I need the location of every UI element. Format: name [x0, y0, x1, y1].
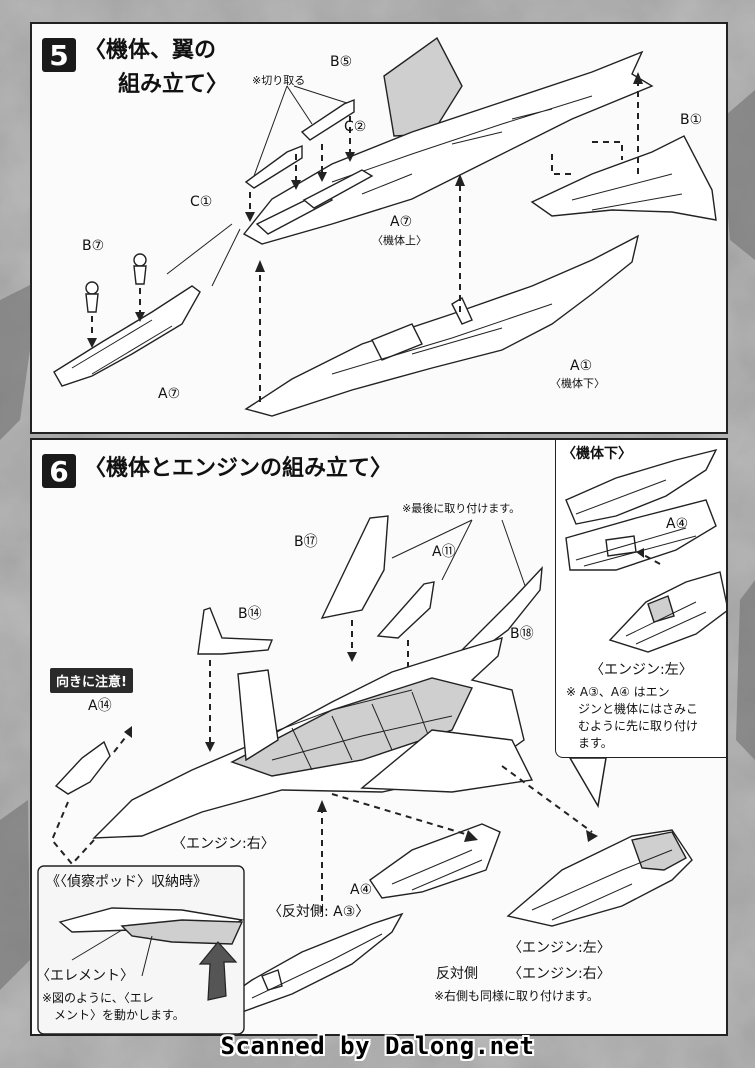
curved-arrow-icon	[198, 941, 238, 1001]
label-a1: A①	[570, 358, 593, 374]
label-engine-right-2: 〈エンジン:右〉	[508, 966, 611, 982]
label-a7-detail: A⑦	[158, 386, 181, 402]
canopy-c2	[300, 98, 355, 141]
label-b5: B⑤	[330, 54, 353, 70]
note-attach-last: ※最後に取り付けます。	[402, 502, 521, 515]
callout-label-a4: A④	[666, 516, 689, 532]
label-b14: B⑭	[238, 606, 262, 622]
part-b14	[197, 607, 274, 655]
label-engine-right: 〈エンジン:右〉	[172, 836, 275, 852]
label-a7-top: A⑦	[390, 214, 413, 230]
callout-engine-left: 〈エンジン:左〉	[590, 662, 693, 678]
callout-note-4: ます。	[578, 736, 613, 750]
label-c1: C①	[190, 194, 213, 210]
canopy-c1	[244, 144, 303, 189]
fin-b17	[320, 515, 389, 619]
same-side-note: ※右側も同様に取り付けます。	[434, 989, 599, 1003]
label-opposite-side: 反対側	[436, 966, 478, 982]
label-engine-left: 〈エンジン:左〉	[508, 940, 611, 956]
step5-title-line2: 組み立て〉	[118, 72, 229, 97]
recon-element-label: 〈エレメント〉	[36, 968, 134, 984]
label-a11: A⑪	[432, 544, 456, 560]
recon-note-1: ※図のように、〈エレ	[42, 991, 154, 1005]
fuselage-detail-a7	[53, 285, 201, 387]
label-c2: C②	[344, 119, 367, 135]
fin-a11	[376, 581, 435, 639]
label-b17: B⑰	[294, 534, 318, 550]
underside-callout: 〈機体下〉 A④ 〈エンジン:左〉 ※ A③、A④ はエン ジンと機体にはさみこ…	[555, 440, 726, 758]
step5-number: 5	[42, 38, 76, 72]
step6-panel: 〈機体下〉 A④ 〈エンジン:左〉 ※ A③、A④ はエン ジンと機体にはさみこ…	[30, 438, 728, 1036]
label-a1-sub: 〈機体下〉	[550, 377, 605, 390]
label-a14: A⑭	[88, 698, 112, 714]
label-b7: B⑦	[82, 238, 105, 254]
fuselage-upper	[242, 50, 654, 245]
orientation-warning-badge: 向きに注意!	[50, 668, 133, 693]
step5-illustration	[53, 36, 717, 417]
label-b18: B⑱	[510, 626, 534, 642]
recon-title: 《〈偵察ポッド〉収納時》	[46, 874, 207, 890]
callout-note-3: むように先に取り付け	[578, 719, 699, 733]
label-opposite: 〈反対側: A③〉	[268, 904, 370, 920]
pilot-b7-1	[85, 293, 99, 313]
cut-note: ※切り取る	[252, 74, 306, 87]
callout-note-2: ジンと機体にはさみこ	[578, 702, 699, 716]
pilot-b7-2	[133, 265, 147, 285]
label-a7-top-sub: 〈機体上〉	[372, 234, 427, 247]
nose-pod-a14	[54, 740, 111, 795]
label-a4: A④	[350, 882, 373, 898]
step5-panel: 5 〈機体、翼の 組み立て〉 ※切り取る B⑤ C② C① B① A⑦ 〈機体上…	[30, 22, 728, 434]
scan-credit: Scanned by Dalong.net	[220, 1032, 535, 1060]
step6-number: 6	[42, 454, 76, 488]
recon-pod-box	[37, 865, 245, 1034]
label-b1: B①	[680, 112, 703, 128]
aircraft-underside	[210, 912, 404, 1013]
step6-illustration	[37, 515, 693, 1034]
tail-fin-b5	[383, 36, 463, 137]
recon-note-2: メント〉を動かします。	[54, 1008, 185, 1022]
step5-title-line1: 〈機体、翼の	[84, 38, 217, 63]
callout-note-1: ※ A③、A④ はエン	[566, 685, 670, 699]
callout-title: 〈機体下〉	[562, 446, 632, 462]
callout-illustration	[565, 448, 726, 653]
step6-title: 〈機体とエンジンの組み立て〉	[84, 456, 393, 481]
wing-b1	[530, 135, 717, 221]
